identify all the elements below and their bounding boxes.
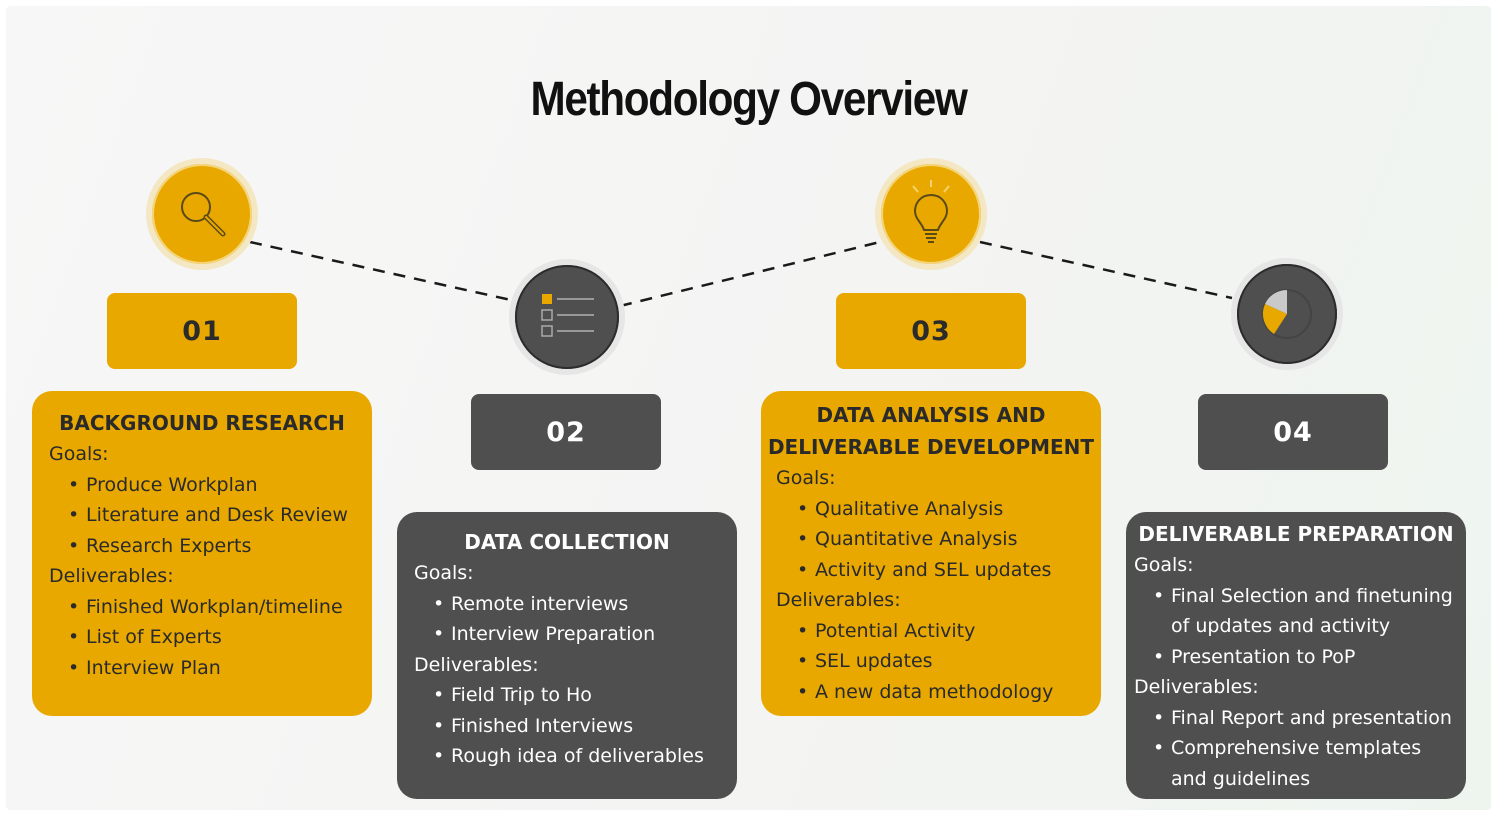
step-3-goals-list: Qualitative Analysis Quantitative Analys…	[761, 494, 1101, 586]
list-item: Finished Interviews	[433, 711, 737, 742]
list-item: SEL updates	[797, 646, 1101, 677]
step-1-icon-circle	[146, 158, 258, 270]
step-3-heading-line-1: DATA ANALYSIS AND	[816, 403, 1046, 427]
list-item: Interview Plan	[68, 653, 372, 684]
list-item: Remote interviews	[433, 589, 737, 620]
list-item: Presentation to PoP	[1153, 642, 1466, 673]
lightbulb-icon	[912, 180, 950, 243]
step-1-goals-label: Goals:	[49, 443, 109, 465]
step-3-number: 03	[836, 293, 1026, 369]
list-item: Comprehensive templates and guidelines	[1153, 733, 1466, 794]
page-title: Methodology Overview	[530, 73, 968, 126]
step-1-goals-list: Produce Workplan Literature and Desk Rev…	[32, 470, 372, 562]
step-3-deliverables-list: Potential Activity SEL updates A new dat…	[761, 616, 1101, 708]
step-3-icon-circle	[875, 158, 987, 270]
step-4-deliverables-label: Deliverables:	[1134, 676, 1259, 698]
step-4-number: 04	[1198, 394, 1388, 470]
list-item-line: Comprehensive templates	[1171, 737, 1422, 759]
list-item: Rough idea of deliverables	[433, 741, 737, 772]
step-1-deliverables-list: Finished Workplan/timeline List of Exper…	[32, 592, 372, 684]
step-4-goals-label: Goals:	[1134, 554, 1194, 576]
step-1-number: 01	[107, 293, 297, 369]
step-2-card: DATA COLLECTION Goals: Remote interviews…	[397, 512, 737, 799]
step-3-heading: DATA ANALYSIS AND DELIVERABLE DEVELOPMEN…	[761, 399, 1101, 463]
step-2-goals-list: Remote interviews Interview Preparation	[397, 589, 737, 650]
list-item: Interview Preparation	[433, 619, 737, 650]
list-item: Research Experts	[68, 531, 372, 562]
step-2-deliverables-list: Field Trip to Ho Finished Interviews Rou…	[397, 680, 737, 772]
list-item-line: of updates and activity	[1171, 615, 1391, 637]
checklist-icon	[541, 294, 594, 337]
list-item: List of Experts	[68, 622, 372, 653]
step-4-heading: DELIVERABLE PREPARATION	[1138, 522, 1454, 546]
pie-chart-icon	[1262, 289, 1312, 339]
step-1-heading: BACKGROUND RESEARCH	[59, 411, 345, 435]
list-item-line: and guidelines	[1171, 767, 1311, 790]
step-3-card: DATA ANALYSIS AND DELIVERABLE DEVELOPMEN…	[761, 391, 1101, 716]
list-item: Quantitative Analysis	[797, 524, 1101, 555]
list-item: A new data methodology	[797, 677, 1101, 708]
list-item: Final Report and presentation	[1153, 703, 1466, 734]
step-2-heading: DATA COLLECTION	[464, 530, 670, 554]
list-item: Activity and SEL updates	[797, 555, 1101, 586]
list-item: Potential Activity	[797, 616, 1101, 647]
step-1-deliverables-label: Deliverables:	[49, 565, 174, 587]
step-2-goals-label: Goals:	[414, 562, 474, 584]
list-item: Produce Workplan	[68, 470, 372, 501]
list-item: Field Trip to Ho	[433, 680, 737, 711]
list-item: Finished Workplan/timeline	[68, 592, 372, 623]
step-2-icon-circle	[509, 259, 625, 375]
step-2-number: 02	[471, 394, 661, 470]
step-4-card: DELIVERABLE PREPARATION Goals: Final Sel…	[1126, 512, 1466, 799]
step-3-goals-label: Goals:	[776, 467, 836, 489]
list-item: Literature and Desk Review	[68, 500, 372, 531]
step-4-icon-circle	[1231, 258, 1343, 370]
step-2-deliverables-label: Deliverables:	[414, 653, 539, 676]
step-4-deliverables-list: Final Report and presentation Comprehens…	[1126, 703, 1466, 795]
step-4-goals-list: Final Selection and finetuning of update…	[1126, 581, 1466, 673]
list-item-line: Final Selection and finetuning	[1171, 584, 1453, 607]
list-item: Qualitative Analysis	[797, 494, 1101, 525]
step-1-card: BACKGROUND RESEARCH Goals: Produce Workp…	[32, 391, 372, 716]
step-3-heading-line-2: DELIVERABLE DEVELOPMENT	[767, 435, 1095, 459]
step-3-deliverables-label: Deliverables:	[776, 589, 901, 611]
list-item: Final Selection and finetuning of update…	[1153, 581, 1466, 642]
magnifier-icon	[181, 192, 226, 237]
